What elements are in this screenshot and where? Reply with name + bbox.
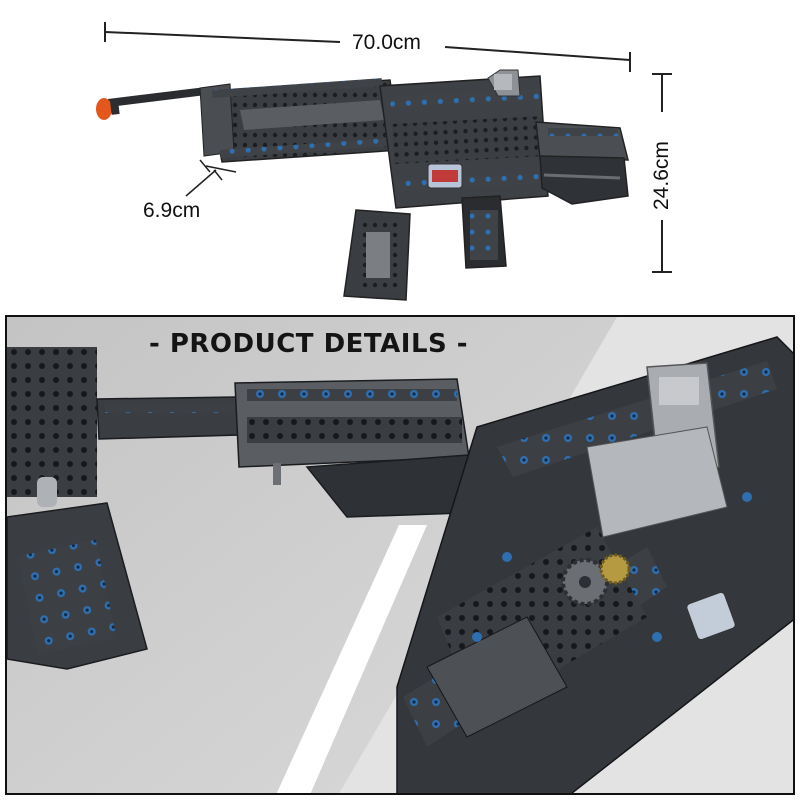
height-dimension-arrow-icon	[652, 73, 672, 273]
width-dimension-label: 6.9cm	[143, 199, 201, 222]
length-dimension-label: 70.0cm	[352, 31, 421, 54]
rifle-model-image	[96, 22, 672, 301]
rifle-receiver	[379, 69, 549, 209]
height-dimension-label: 24.6cm	[650, 141, 673, 210]
rifle-handguard	[199, 78, 401, 163]
receiver-closeup	[396, 336, 793, 793]
stock-closeup	[7, 347, 470, 670]
product-details-panel: - PRODUCT DETAILS -	[5, 315, 795, 795]
rifle-magazine	[461, 195, 507, 269]
product-details-heading: - PRODUCT DETAILS -	[149, 329, 469, 359]
detail-closeup-images	[7, 317, 793, 793]
product-overview: 70.0cm 6.9cm 24.6cm	[0, 0, 800, 310]
rifle-barrel	[96, 85, 219, 120]
rifle-stock	[535, 121, 629, 205]
length-dimension-arrow-icon	[104, 22, 631, 72]
muzzle-tip-icon	[96, 98, 112, 120]
rifle-grip	[343, 209, 411, 301]
width-dimension-arrow-icon	[185, 159, 237, 197]
